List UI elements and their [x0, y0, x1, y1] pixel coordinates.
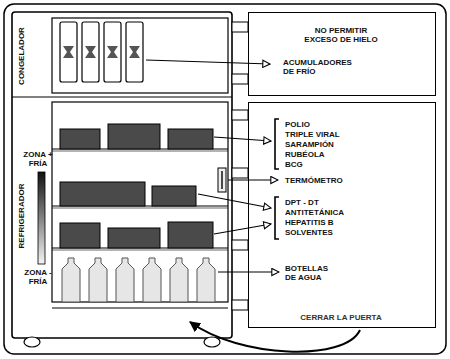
temperature-gradient — [38, 172, 45, 264]
section-label: CONGELADOR — [18, 27, 26, 85]
door-label: RUBÉOLA — [285, 150, 425, 159]
frame — [4, 4, 446, 354]
door-label: POLIO — [285, 120, 425, 129]
water-bottle — [62, 258, 215, 302]
door-panel: POLIOTRIPLE VIRALSARAMPIÓNRUBÉOLABCG TERM… — [248, 102, 436, 328]
door-label: ANTITETÁNICA — [285, 208, 425, 217]
door-label: DPT - DT — [285, 198, 425, 207]
door-label: ACUMULADORES DE FRÍO — [283, 58, 345, 76]
vaccine-box — [60, 124, 213, 248]
door-label: SOLVENTES — [285, 228, 425, 237]
fridge-compartment — [52, 102, 228, 302]
fridge-body — [12, 12, 232, 338]
section-label: REFRIGERADOR — [18, 184, 26, 249]
thermometer — [218, 168, 226, 192]
leader-arrow — [146, 60, 279, 272]
door-label: BCG — [285, 160, 425, 169]
door-label: SARAMPIÓN — [285, 140, 425, 149]
door-panel: NO PERMITIR EXCESO DE HIELO ACUMULADORES … — [248, 12, 436, 96]
close-door-arrow — [190, 322, 360, 352]
fridge-foot — [204, 337, 220, 347]
zone-label: ZONA - FRÍA — [22, 268, 54, 286]
shelf — [52, 149, 228, 250]
door-label: NO PERMITIR EXCESO DE HIELO — [301, 26, 381, 44]
door-hinge — [232, 22, 248, 310]
door-label: BOTELLAS DE AGUA — [285, 264, 333, 282]
door-label: TERMÓMETRO — [285, 176, 425, 185]
ice-pack — [60, 22, 143, 82]
instruction-text: CERRAR LA PUERTA — [281, 313, 401, 322]
bracket — [275, 119, 279, 169]
fridge-foot — [24, 337, 40, 347]
bracket — [275, 197, 279, 239]
door-label: HEPATITIS B — [285, 218, 425, 227]
freezer-compartment — [52, 18, 228, 93]
door-label: TRIPLE VIRAL — [285, 130, 425, 139]
zone-label: ZONA + FRÍA — [22, 150, 54, 168]
